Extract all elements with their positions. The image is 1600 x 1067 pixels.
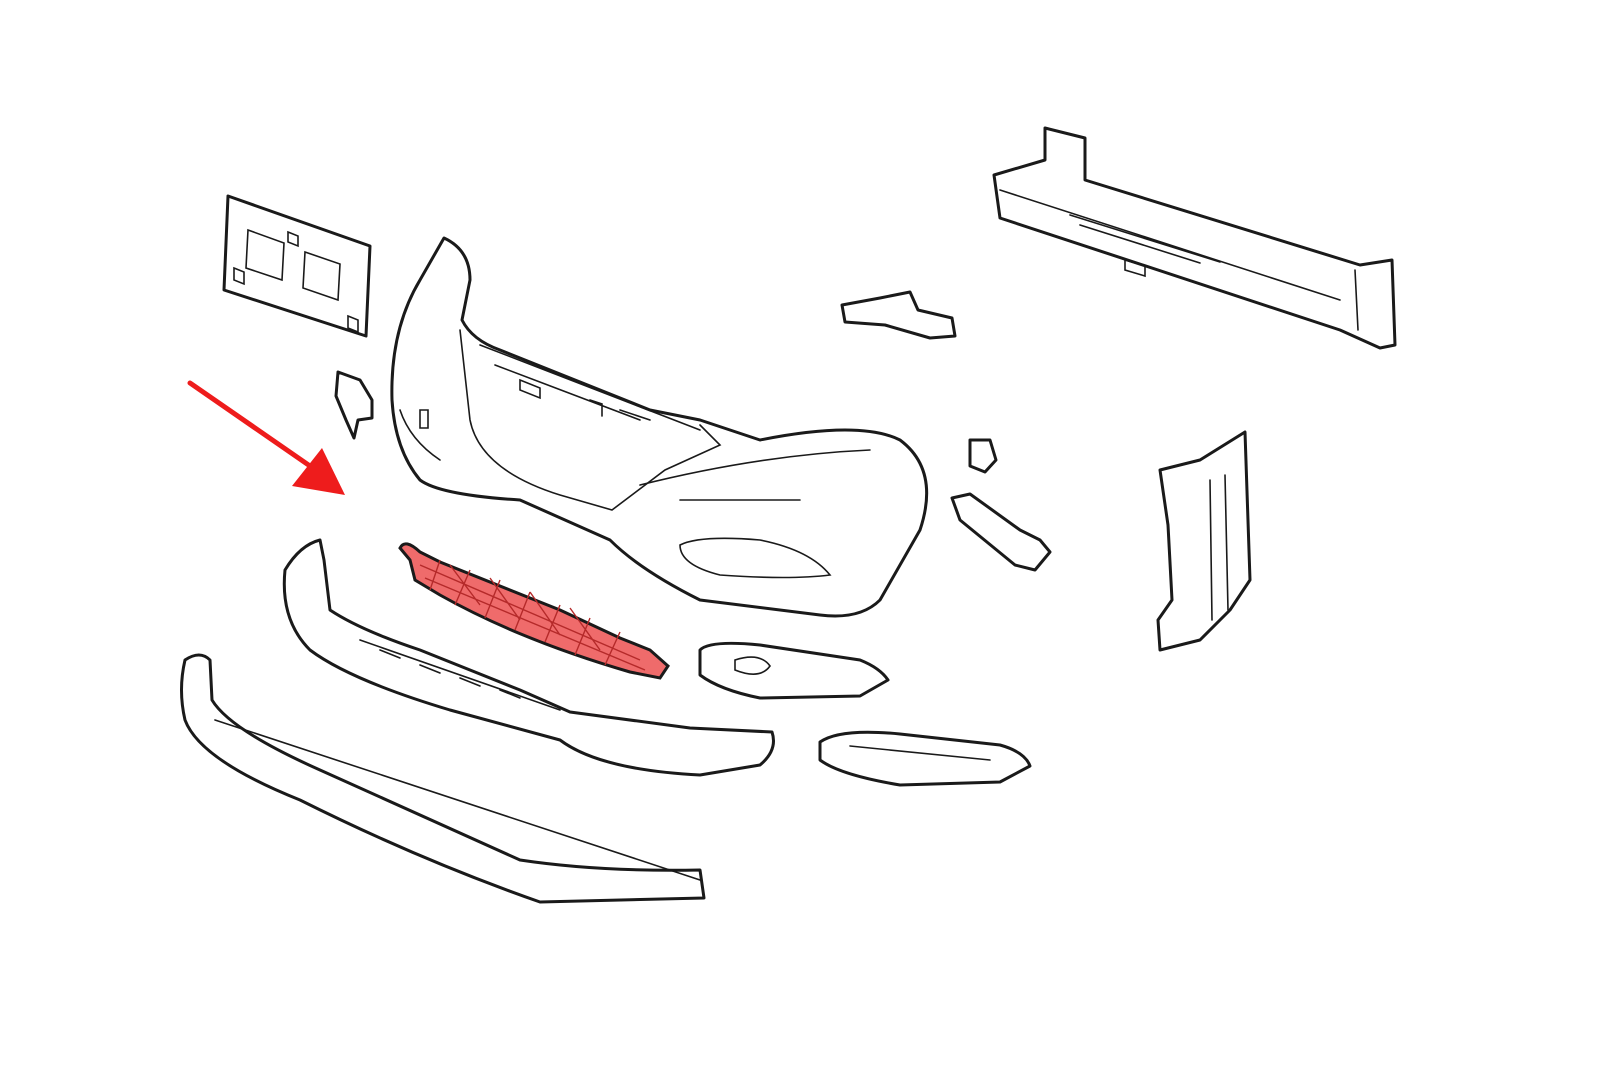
- pointer-arrow: [187, 380, 345, 495]
- front-bumper-cover: [390, 236, 929, 618]
- bumper-clip-right: [968, 438, 998, 474]
- bumper-reinforcement-beam: [992, 126, 1397, 350]
- lower-lip-molding: [180, 653, 706, 904]
- license-plate-bracket: [222, 194, 372, 338]
- side-spacer-bracket: [950, 492, 1052, 572]
- lower-grille-highlighted: [398, 542, 670, 680]
- side-support-bracket: [1156, 430, 1252, 652]
- fog-light-cover-right: [818, 730, 1032, 787]
- bumper-clip-left: [334, 370, 374, 440]
- lower-bumper-spoiler: [282, 538, 775, 777]
- fog-light-cover-left: [698, 641, 890, 700]
- bumper-bracket-upper: [840, 290, 957, 340]
